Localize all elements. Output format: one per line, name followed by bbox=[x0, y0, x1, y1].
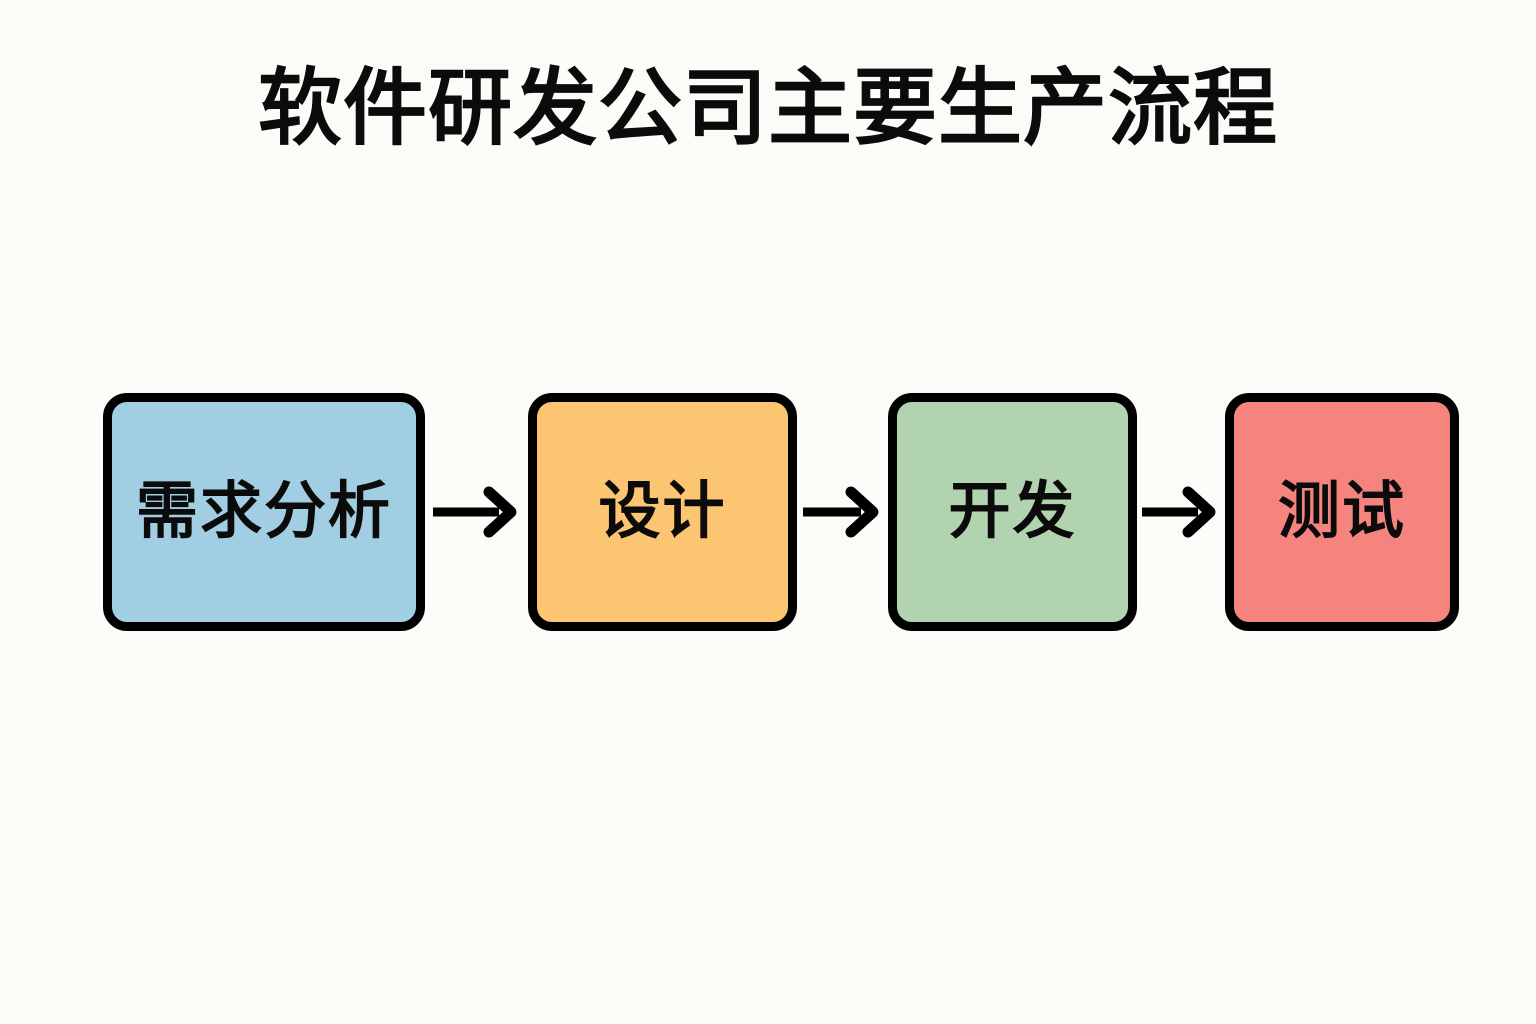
arrow-right-icon bbox=[802, 484, 883, 540]
arrow-right-icon bbox=[432, 484, 521, 540]
flow-node-requirements[interactable]: 需求分析 bbox=[103, 393, 425, 631]
flow-node-testing[interactable]: 测试 bbox=[1225, 393, 1459, 631]
flow-node-label: 测试 bbox=[1277, 477, 1406, 546]
flow-connector-3 bbox=[1137, 482, 1225, 542]
process-flow: 需求分析 设计 开发 bbox=[103, 393, 1459, 631]
arrow-right-icon bbox=[1142, 484, 1220, 540]
flow-node-label: 开发 bbox=[948, 477, 1077, 546]
flow-node-label: 设计 bbox=[598, 477, 727, 546]
flow-node-design[interactable]: 设计 bbox=[528, 393, 797, 631]
page-title: 软件研发公司主要生产流程 bbox=[257, 61, 1278, 155]
flow-node-development[interactable]: 开发 bbox=[888, 393, 1137, 631]
flow-connector-1 bbox=[425, 482, 528, 542]
flow-connector-2 bbox=[797, 482, 888, 542]
flow-node-label: 需求分析 bbox=[135, 477, 392, 546]
